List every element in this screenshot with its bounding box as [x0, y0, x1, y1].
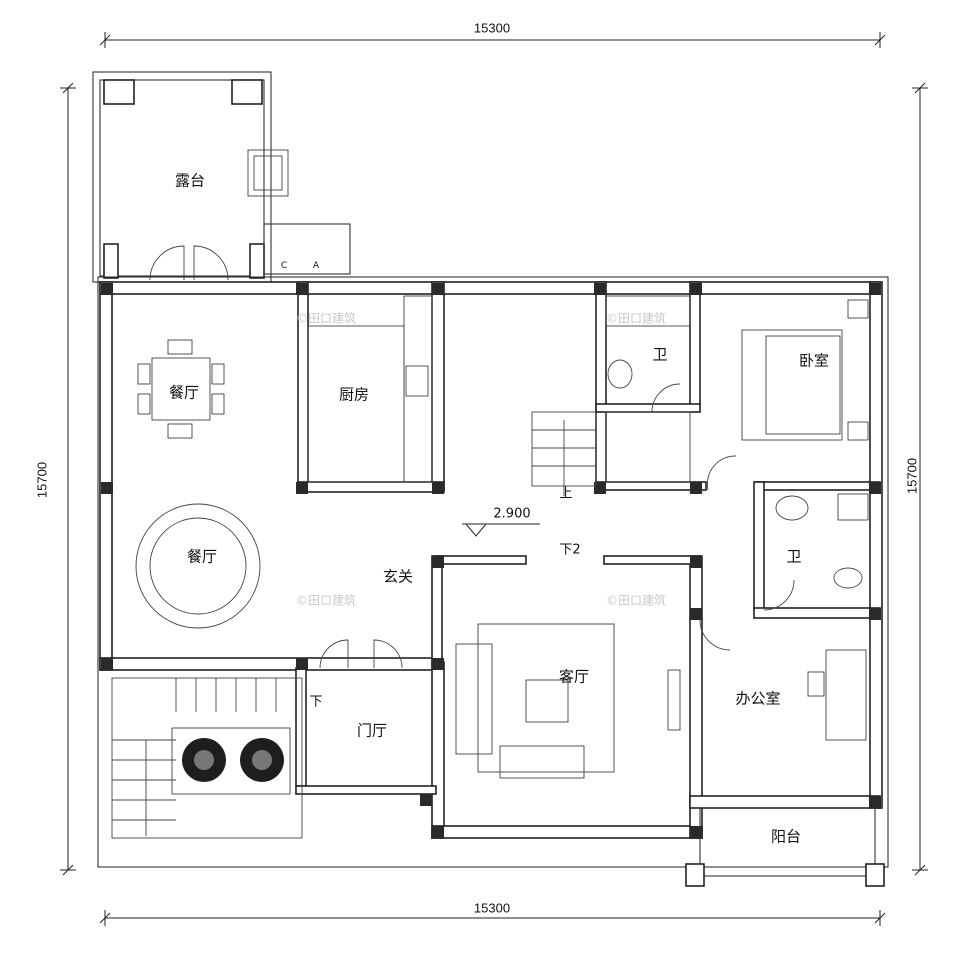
bathroom-north-fixtures [605, 295, 691, 483]
room-label-bath-north: 卫 [652, 345, 668, 364]
room-label-bedroom: 卧室 [798, 351, 830, 370]
outer-walls [97, 276, 889, 887]
bathroom-east-fixtures [775, 493, 869, 589]
room-label-entry-hall: 玄关 [382, 567, 414, 586]
room-label-foyer: 门厅 [356, 721, 388, 740]
top-dimension-label: 15300 [473, 20, 511, 36]
section-marker-a: A [312, 261, 320, 271]
watermark: ©田口建筑 [605, 593, 667, 608]
dining-table-north [137, 339, 225, 439]
room-label-bath-east: 卫 [786, 547, 802, 566]
left-dimension-label: 15700 [34, 461, 50, 499]
watermark: ©田口建筑 [295, 311, 357, 326]
room-label-dining-south: 餐厅 [186, 547, 218, 566]
step-down-label: 下2 [559, 542, 581, 558]
sofa-set [455, 623, 681, 779]
room-label-terrace: 露台 [174, 171, 206, 190]
structural-columns [101, 283, 881, 838]
planter-trees [182, 738, 284, 782]
kitchen-counter [307, 295, 433, 483]
room-label-kitchen: 厨房 [338, 385, 370, 404]
right-dimension-label: 15700 [904, 457, 920, 495]
interior-walls [295, 281, 881, 795]
elevation-marker [462, 523, 540, 537]
stair-down-label: 下 [309, 694, 323, 710]
stair-south [111, 677, 303, 839]
room-label-dining-north: 餐厅 [168, 383, 200, 402]
dimension-lines [60, 32, 928, 926]
round-dining-table [135, 503, 261, 629]
bottom-dimension-label: 15300 [473, 900, 511, 916]
room-label-balcony: 阳台 [770, 827, 802, 846]
section-marker-c: C [280, 261, 288, 271]
stair-north [531, 411, 597, 496]
door-swings [319, 383, 795, 669]
elevation-label: 2.900 [493, 506, 531, 522]
room-label-office: 办公室 [735, 689, 781, 708]
bed [741, 299, 869, 441]
office-desk [807, 649, 867, 741]
stair-up-label: 上 [559, 486, 573, 502]
watermark: ©田口建筑 [295, 593, 357, 608]
room-label-living-room: 客厅 [558, 667, 590, 686]
terrace-outline [92, 71, 351, 283]
watermark: ©田口建筑 [605, 311, 667, 326]
